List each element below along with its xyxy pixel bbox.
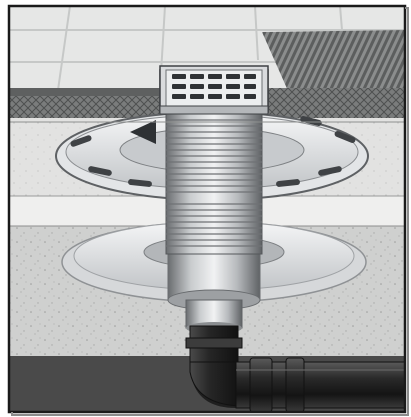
tile-grout <box>9 6 405 91</box>
threaded-body-icon <box>165 111 263 255</box>
frame-border <box>7 4 407 414</box>
drain-grate-icon <box>159 65 269 115</box>
frame-shadow <box>11 7 409 416</box>
outlet-pipe-icon <box>185 325 405 412</box>
